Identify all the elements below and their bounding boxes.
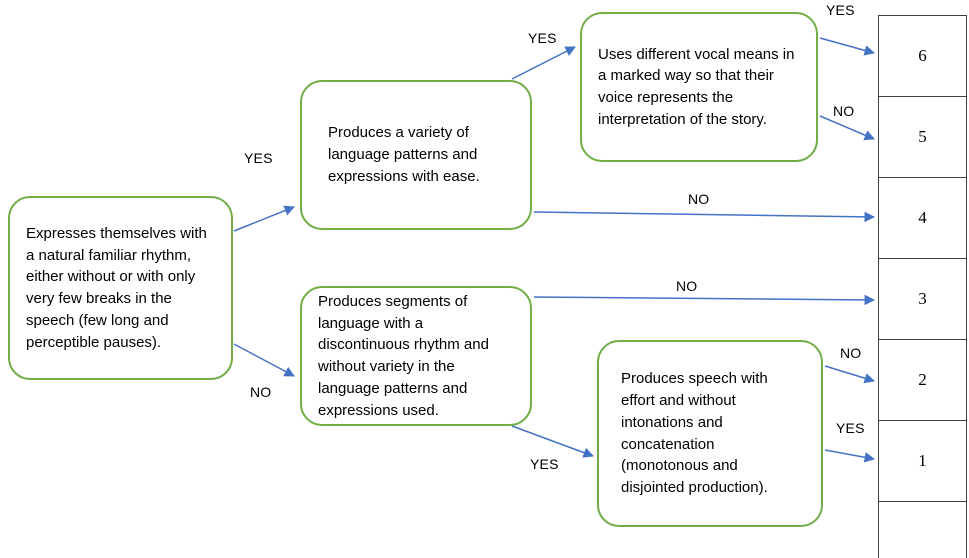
arrow-root-to-segments [233, 343, 295, 377]
node-vocal-means-text: Uses different vocal means in a marked w… [598, 45, 795, 128]
score-value-1: 1 [918, 451, 927, 470]
score-box-5: 5 [878, 96, 967, 178]
edge-label-root-no: NO [250, 384, 272, 400]
score-value-4: 4 [918, 208, 927, 227]
score-box-3: 3 [878, 258, 967, 340]
arrow-effort-to-score2 [824, 365, 876, 384]
arrow-vocal-to-score6 [819, 37, 876, 56]
score-box-1: 1 [878, 420, 967, 502]
edge-label-vocal-no: NO [833, 103, 855, 119]
arrow-root-to-variety [233, 205, 295, 232]
node-vocal-means: Uses different vocal means in a marked w… [580, 12, 818, 162]
edge-label-vocal-yes: YES [826, 2, 855, 18]
edge-label-effort-yes: YES [836, 420, 865, 436]
arrow-effort-to-score1 [824, 449, 876, 463]
arrow-variety-to-vocal [511, 46, 576, 80]
node-speech-with-effort-text: Produces speech with effort and without … [621, 370, 768, 496]
arrow-segments-to-score3 [533, 294, 876, 306]
score-box-empty [878, 501, 967, 558]
score-box-2: 2 [878, 339, 967, 421]
edge-label-variety-yes: YES [528, 30, 557, 46]
score-box-6: 6 [878, 15, 967, 97]
edge-label-variety-no: NO [688, 191, 710, 207]
edge-label-root-yes: YES [244, 150, 273, 166]
node-natural-rhythm: Expresses themselves with a natural fami… [8, 196, 233, 380]
node-natural-rhythm-text: Expresses themselves with a natural fami… [26, 224, 207, 351]
node-discontinuous-rhythm-text: Produces segments of language with a dis… [318, 292, 489, 419]
node-variety-of-patterns: Produces a variety of language patterns … [300, 80, 532, 230]
arrow-variety-to-score4 [533, 211, 876, 223]
arrow-segments-to-effort [511, 425, 594, 458]
score-value-5: 5 [918, 127, 927, 146]
score-value-2: 2 [918, 370, 927, 389]
node-variety-of-patterns-text: Produces a variety of language patterns … [328, 124, 480, 185]
score-value-6: 6 [918, 46, 927, 65]
node-speech-with-effort: Produces speech with effort and without … [597, 340, 823, 527]
score-value-3: 3 [918, 289, 927, 308]
edge-label-effort-no: NO [840, 345, 862, 361]
edge-label-segments-yes: YES [530, 456, 559, 472]
node-discontinuous-rhythm: Produces segments of language with a dis… [300, 286, 532, 426]
edge-label-segments-no: NO [676, 278, 698, 294]
score-box-4: 4 [878, 177, 967, 259]
arrow-vocal-to-score5 [819, 115, 875, 141]
